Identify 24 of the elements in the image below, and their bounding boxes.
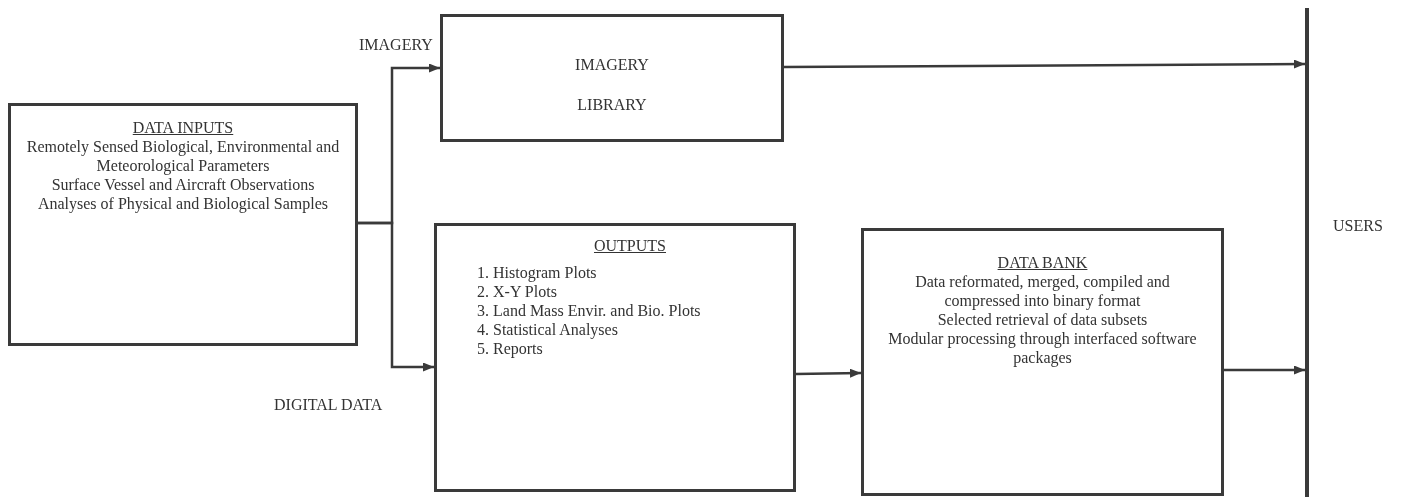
process-box [434, 223, 796, 492]
users-label: USERS [1333, 216, 1383, 235]
box-text: Data reformated, merged, compiled and compressed into binary format [914, 272, 1171, 310]
box-heading: DATA INPUTS [131, 118, 235, 137]
box-text: IMAGERY LIBRARY [574, 55, 650, 115]
list-item: 3. Land Mass Envir. and Bio. Plots [477, 301, 702, 320]
arrow [1224, 365, 1305, 375]
box-text: Surface Vessel and Aircraft Observations [50, 175, 316, 194]
arrow [795, 368, 862, 378]
list-item: 5. Reports [477, 339, 544, 358]
box-text: Modular processing through interfaced software packages [887, 329, 1198, 367]
box-heading: OUTPUTS [593, 236, 667, 255]
box-text: Analyses of Physical and Biological Samples [36, 194, 330, 213]
box-text: Selected retrieval of data subsets [936, 310, 1149, 329]
process-box [8, 103, 358, 346]
box-text: Remotely Sensed Biological, Environmental and Meteorological Parameters [25, 137, 341, 175]
list-item: 2. X-Y Plots [477, 282, 558, 301]
arrow [784, 59, 1305, 69]
box-heading: DATA BANK [996, 253, 1089, 272]
process-box [861, 228, 1224, 496]
arrow [358, 221, 434, 372]
process-box [440, 14, 784, 142]
list-item: 1. Histogram Plots [477, 263, 598, 282]
list-item: 4. Statistical Analyses [477, 320, 619, 339]
